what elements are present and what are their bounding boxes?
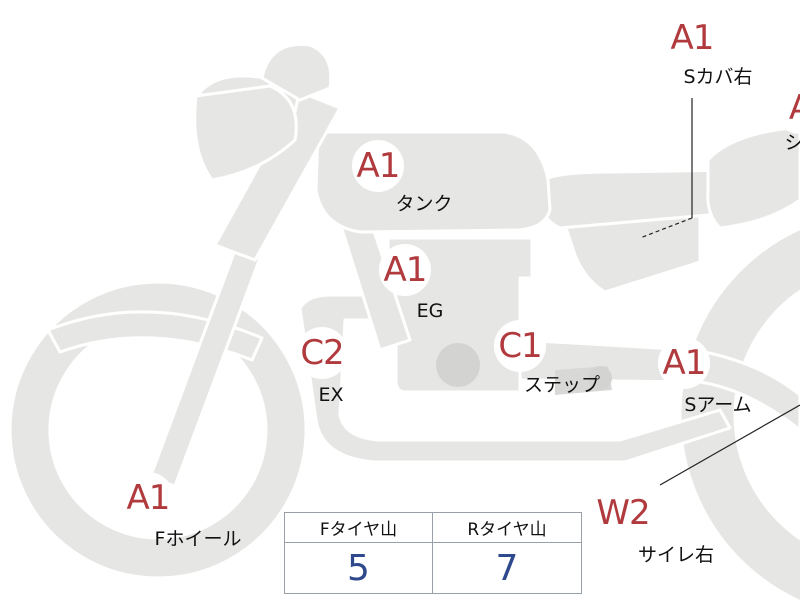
side-cover [563,213,702,294]
swing-arm [518,338,800,432]
part-label-step: ステップ [523,374,601,396]
rear-tire-tread-value: 7 [495,547,519,589]
part-label-tank: タンク [395,193,453,215]
engine-cover [436,343,480,387]
part-label-engine: EG [416,300,444,322]
tire-tread-table: Fタイヤ山 Rタイヤ山 5 7 [284,512,582,594]
fuel-tank [314,130,552,234]
headlight [193,84,298,182]
part-label-muffler-right: サイレ右 [637,544,715,566]
grade-badge-tank: A1 [352,140,404,192]
part-label-exhaust: EX [318,384,344,406]
rear-cowl [706,124,800,230]
part-label-front-wheel: Fホイール [154,528,242,550]
part-label-swing-arm: Sアーム [684,394,752,416]
grade-badge-step: C1 [494,320,546,372]
front-tire-tread-value: 5 [285,543,433,593]
front-tire-tread-header: Fタイヤ山 [285,513,433,543]
leader-muffler [659,404,800,486]
footrest-peg [588,366,612,390]
rear-wheel-inner [733,289,800,541]
grade-badge-front-wheel: A1 [122,472,174,524]
grade-badge-swing-arm: A1 [658,337,710,389]
leader-s-cover-dash [639,217,693,239]
front-wheel [8,280,308,580]
meter [260,42,333,102]
grade-badge-engine: A1 [379,244,431,296]
rear-tire-tread-header: Rタイヤ山 [433,513,581,543]
grade-badge-s-cover-right: A1 [666,12,718,64]
leader-lines [639,98,800,486]
part-label-seat: シ [784,132,800,154]
exhaust-pipe [298,293,732,464]
grade-badge-muffler-right: W2 [596,487,651,539]
grade-badge-exhaust: C2 [296,327,348,379]
part-label-s-cover-right: Sカバ右 [683,66,753,88]
